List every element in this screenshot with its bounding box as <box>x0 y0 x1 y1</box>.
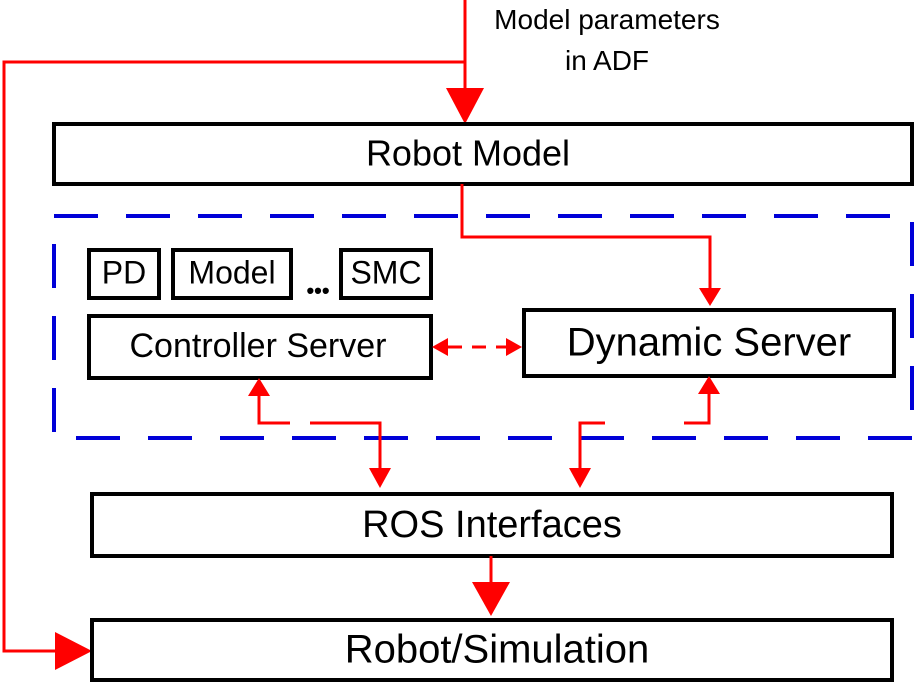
ros-to-robot-arrow <box>472 556 510 616</box>
controller-server-label: Controller Server <box>130 327 387 365</box>
controller-server-box: Controller Server <box>87 314 433 380</box>
smc-box: SMC <box>339 248 433 300</box>
bypass-arrow <box>2 60 465 670</box>
robot-simulation-box: Robot/Simulation <box>90 618 894 682</box>
smc-label: SMC <box>350 254 421 290</box>
model-to-dynamic-arrow <box>460 184 721 306</box>
input-note-line2: in ADF <box>565 45 649 76</box>
robot-simulation-label: Robot/Simulation <box>345 628 650 672</box>
input-note-line1: Model parameters <box>494 4 720 35</box>
controller-dynamic-link <box>432 338 522 356</box>
robot-model-box: Robot Model <box>52 122 914 186</box>
pd-label: PD <box>102 254 146 290</box>
model-controller-label: Model <box>188 254 275 290</box>
dynamic-ros-link <box>569 376 720 488</box>
controller-ros-link <box>248 378 391 488</box>
ros-interfaces-label: ROS Interfaces <box>362 504 622 546</box>
input-arrow <box>446 0 484 124</box>
dynamic-server-label: Dynamic Server <box>567 321 852 365</box>
ros-interfaces-box: ROS Interfaces <box>90 492 894 558</box>
dynamic-server-box: Dynamic Server <box>522 308 896 378</box>
robot-model-label: Robot Model <box>366 133 570 174</box>
pd-box: PD <box>87 248 161 300</box>
controller-ellipsis: ••• <box>306 278 329 303</box>
server-group-boundary <box>52 214 914 440</box>
model-controller-box: Model <box>171 248 293 300</box>
